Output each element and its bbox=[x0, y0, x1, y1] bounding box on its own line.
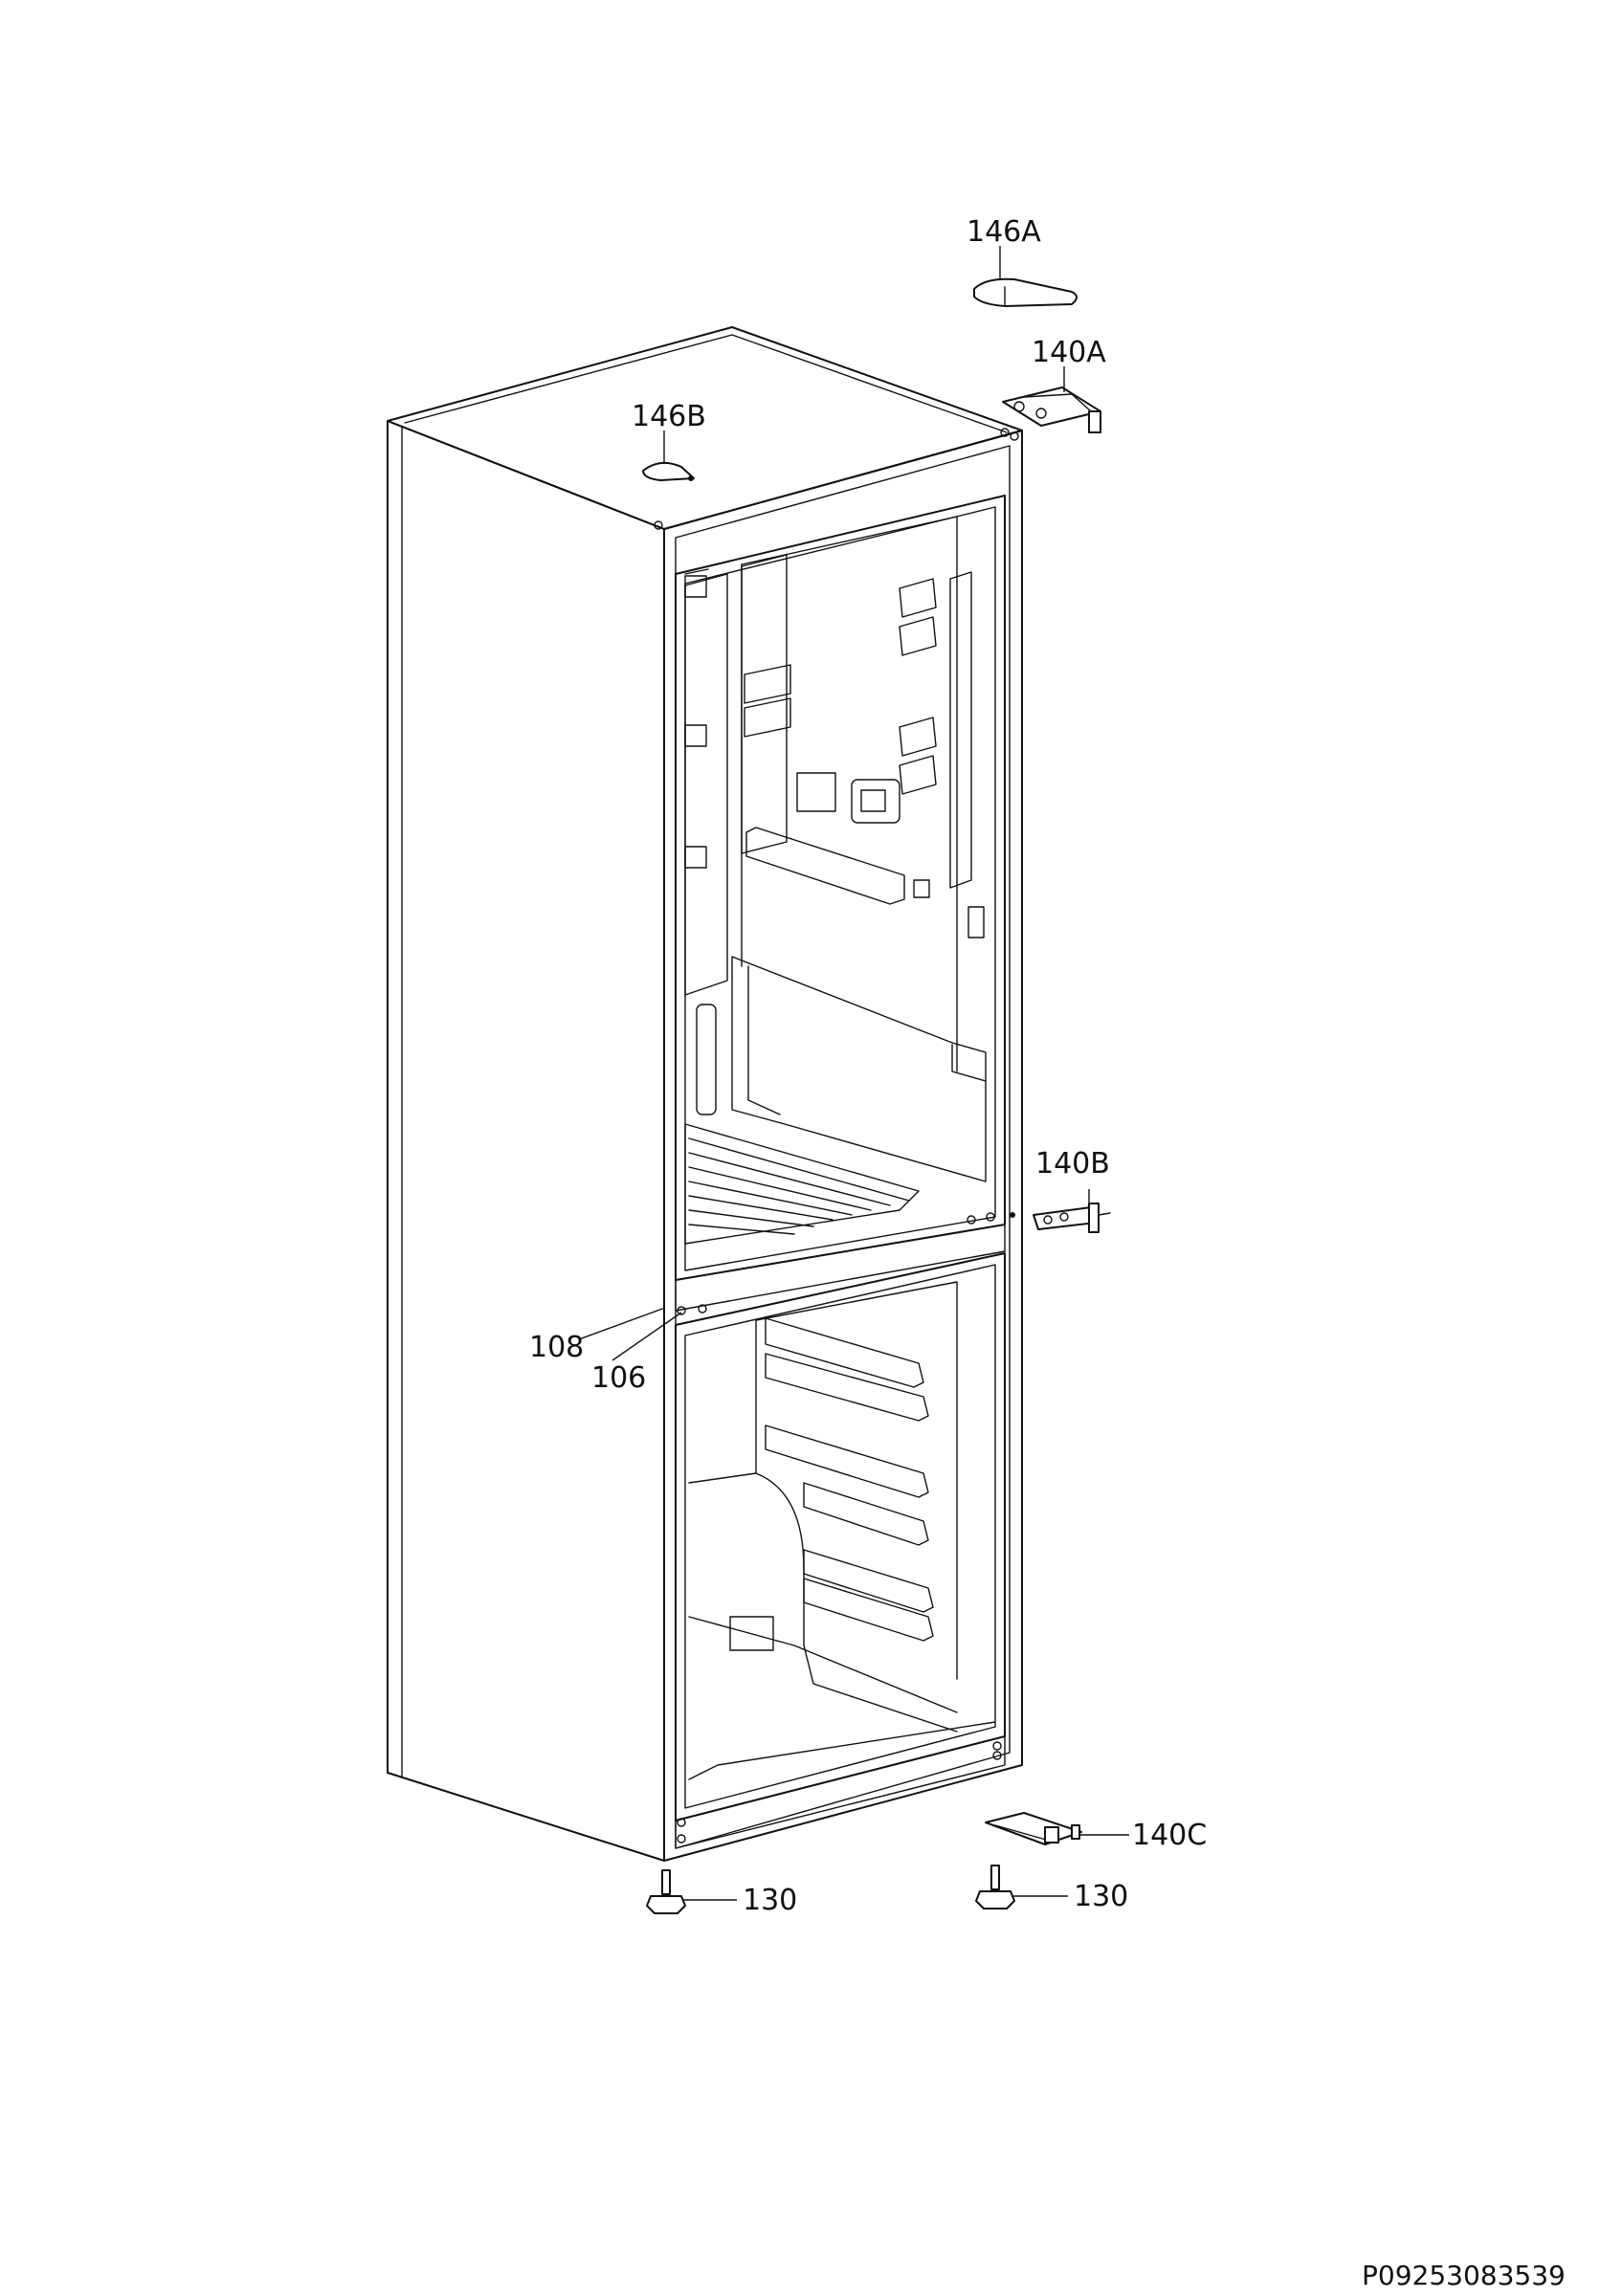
callout-106: 106 bbox=[591, 1361, 646, 1395]
callout-140C: 140C bbox=[1132, 1819, 1207, 1852]
document-number: P09253083539 bbox=[1362, 2260, 1566, 2291]
refrigerator-cabinet bbox=[387, 326, 1023, 1862]
callout-140A: 140A bbox=[1032, 336, 1106, 369]
part-146B-top-cover bbox=[642, 461, 695, 481]
callout-146A: 146A bbox=[967, 215, 1041, 249]
part-140A-top-hinge bbox=[1002, 386, 1101, 433]
callout-108: 108 bbox=[529, 1331, 584, 1364]
callout-140B: 140B bbox=[1035, 1147, 1110, 1181]
callout-130-left: 130 bbox=[743, 1884, 797, 1917]
part-140C-bottom-hinge bbox=[985, 1812, 1082, 1845]
freezer-shelf-rails bbox=[765, 1317, 934, 1642]
callout-130-right: 130 bbox=[1074, 1880, 1128, 1913]
crisper-floor-grid bbox=[684, 1123, 920, 1245]
shelf-supports bbox=[899, 578, 937, 795]
part-130-foot-right bbox=[975, 1865, 1015, 1910]
part-140B-middle-hinge bbox=[1033, 1203, 1111, 1233]
callout-146B: 146B bbox=[632, 400, 706, 433]
part-130-foot-left bbox=[646, 1869, 686, 1914]
part-146A-hinge-cover bbox=[973, 277, 1078, 307]
